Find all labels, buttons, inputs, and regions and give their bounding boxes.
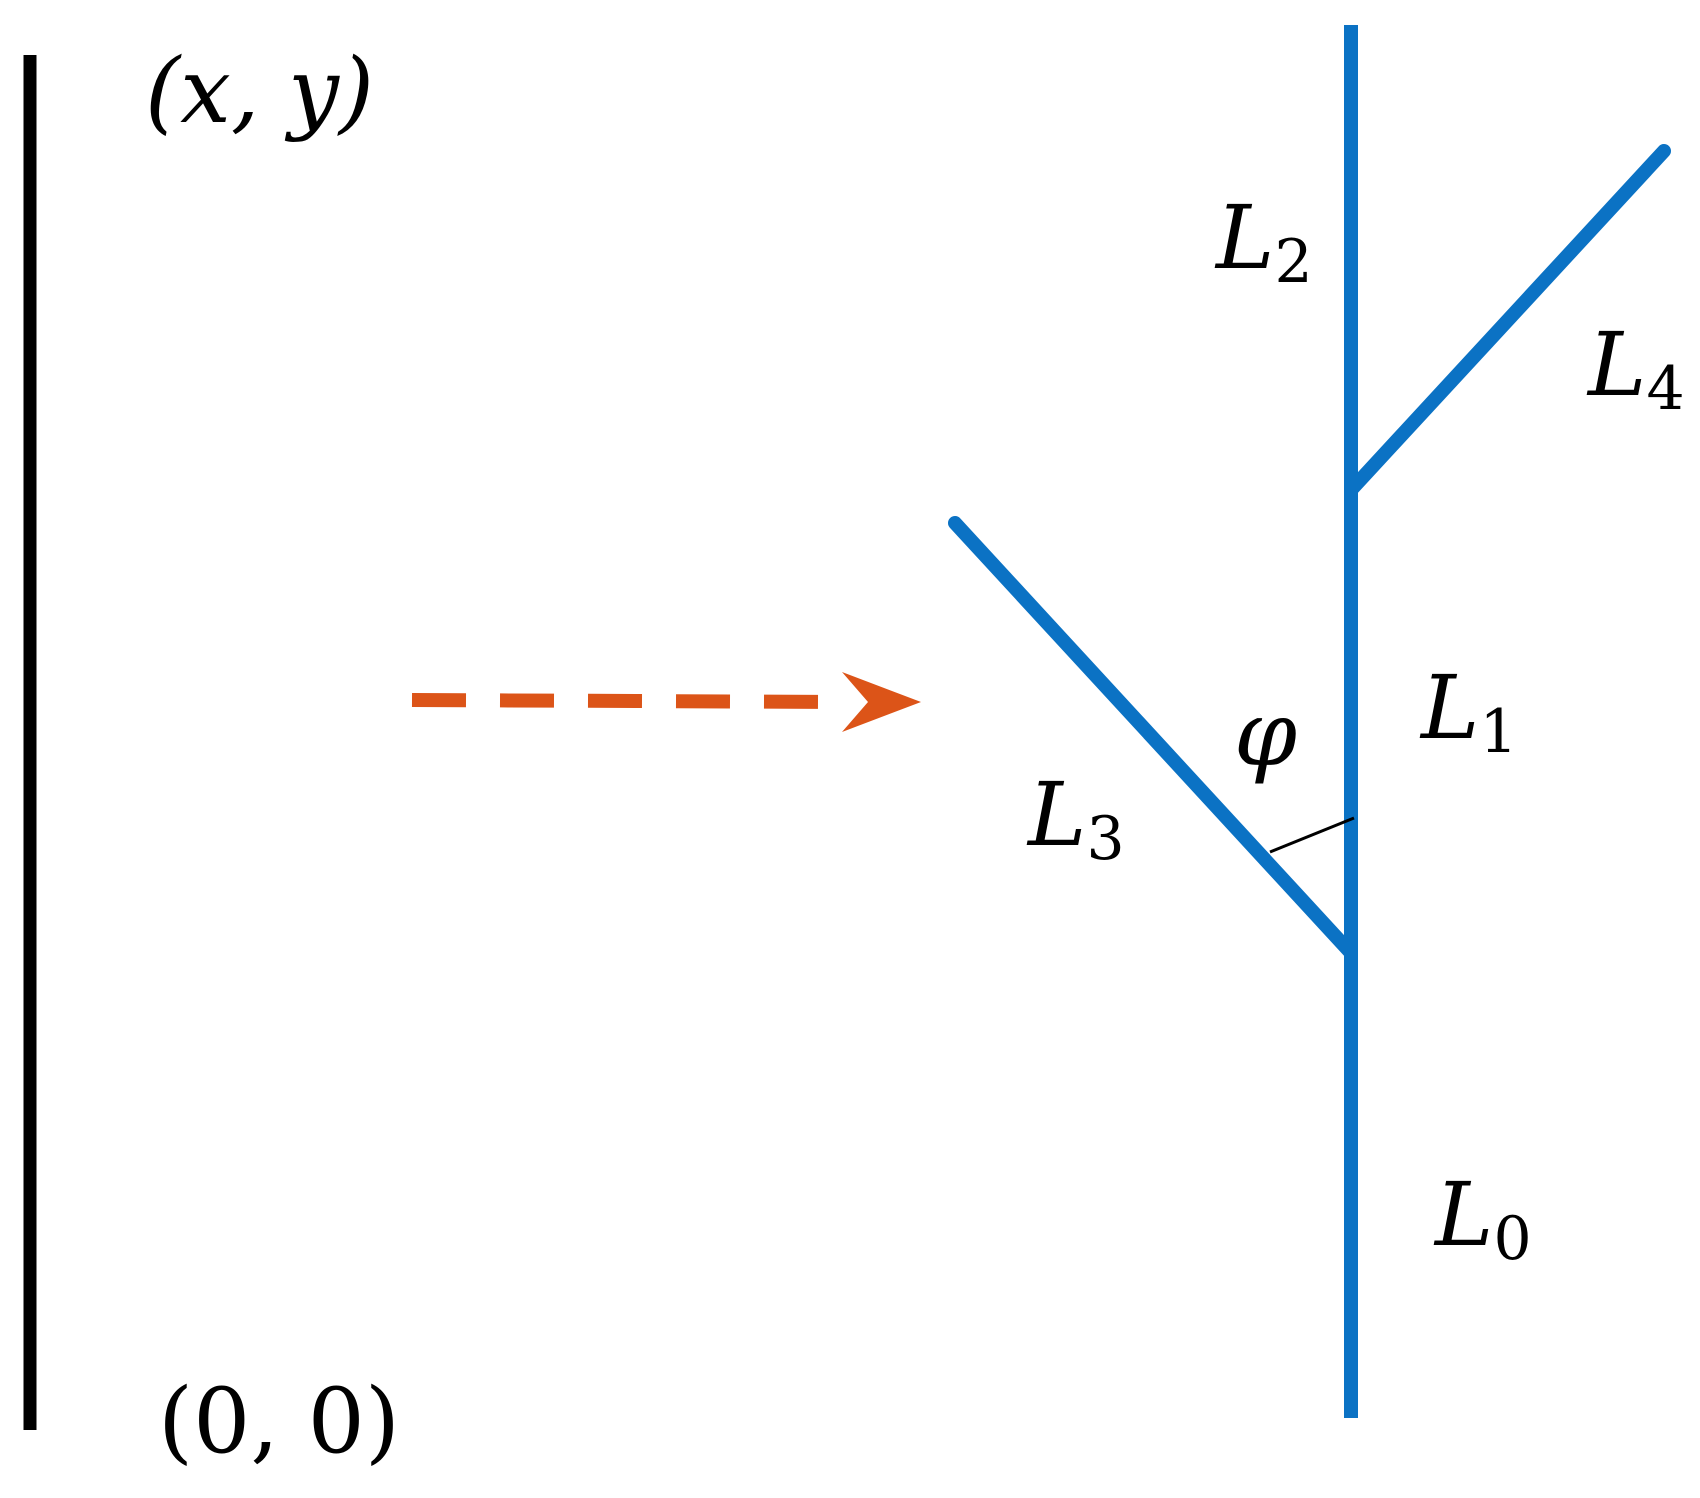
angle-mark (1269, 816, 1355, 854)
label-L4-main: L (1586, 313, 1646, 416)
arrow-head (842, 672, 921, 732)
branch-L3 (948, 516, 1358, 960)
label-angle: φ (1234, 682, 1297, 787)
incoming-arrow (411, 672, 921, 732)
label-L4: L4 (1586, 313, 1685, 424)
branch-L4 (1344, 144, 1671, 497)
label-L3-main: L (1026, 763, 1086, 866)
label-L3-sub: 3 (1086, 804, 1124, 874)
label-L2: L2 (1214, 186, 1313, 297)
label-L0-sub: 0 (1493, 1204, 1531, 1274)
label-top-left: (x, y) (145, 39, 374, 144)
label-L1-sub: 1 (1479, 697, 1517, 767)
label-L2-main: L (1214, 186, 1274, 289)
label-L1: L1 (1419, 656, 1518, 767)
label-L0: L0 (1433, 1163, 1532, 1274)
label-bottom-left: (0, 0) (158, 1369, 400, 1474)
arrow-shaft (411, 693, 849, 709)
label-L0-main: L (1433, 1163, 1493, 1266)
label-L2-sub: 2 (1274, 227, 1312, 297)
label-L3: L3 (1026, 763, 1125, 874)
label-L4-sub: 4 (1646, 354, 1684, 424)
label-L1-main: L (1419, 656, 1479, 759)
